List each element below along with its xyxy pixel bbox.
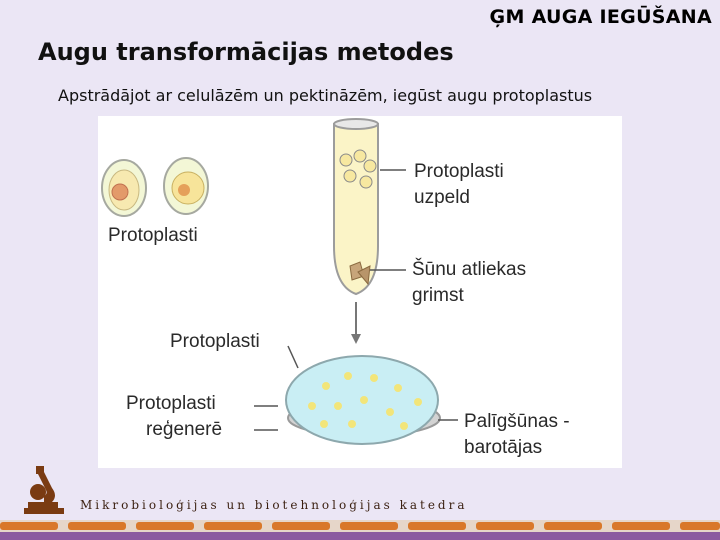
- label-protoplasti-mid: Protoplasti: [170, 331, 260, 352]
- arrow-head: [351, 334, 361, 344]
- label-uzpeld: uzpeld: [414, 187, 470, 208]
- label-protoplasti-float: Protoplasti: [414, 161, 504, 182]
- decorative-bottom-bar: [0, 520, 720, 540]
- label-barotajas: barotājas: [464, 437, 543, 458]
- label-regenere: reģenerē: [146, 419, 223, 440]
- protoplast-illustration: [101, 118, 458, 445]
- department-footer: Mikrobioloģijas un biotehnoloģijas kated…: [80, 498, 468, 512]
- section-header: ĢM AUGA IEGŪŠANA: [489, 6, 712, 28]
- microscope-icon: [22, 462, 70, 522]
- plant-cells: [101, 157, 209, 217]
- protoplast-figure: Protoplasti Protoplasti uzpeld Šūnu atli…: [98, 116, 622, 468]
- label-grimst: grimst: [412, 285, 464, 306]
- leader-lines: [254, 169, 458, 431]
- centrifuge-tube: [333, 118, 379, 296]
- label-protoplasti-regenerate: Protoplasti: [126, 393, 216, 414]
- label-protoplasti-cells: Protoplasti: [108, 225, 198, 246]
- petri-dish: [285, 355, 441, 445]
- label-feeder-cells: Palīgšūnas -: [464, 411, 570, 432]
- page-subtitle: Apstrādājot ar celulāzēm un pektināzēm, …: [58, 86, 593, 105]
- label-cell-debris: Šūnu atliekas: [412, 259, 527, 280]
- page-title: Augu transformācijas metodes: [38, 38, 454, 66]
